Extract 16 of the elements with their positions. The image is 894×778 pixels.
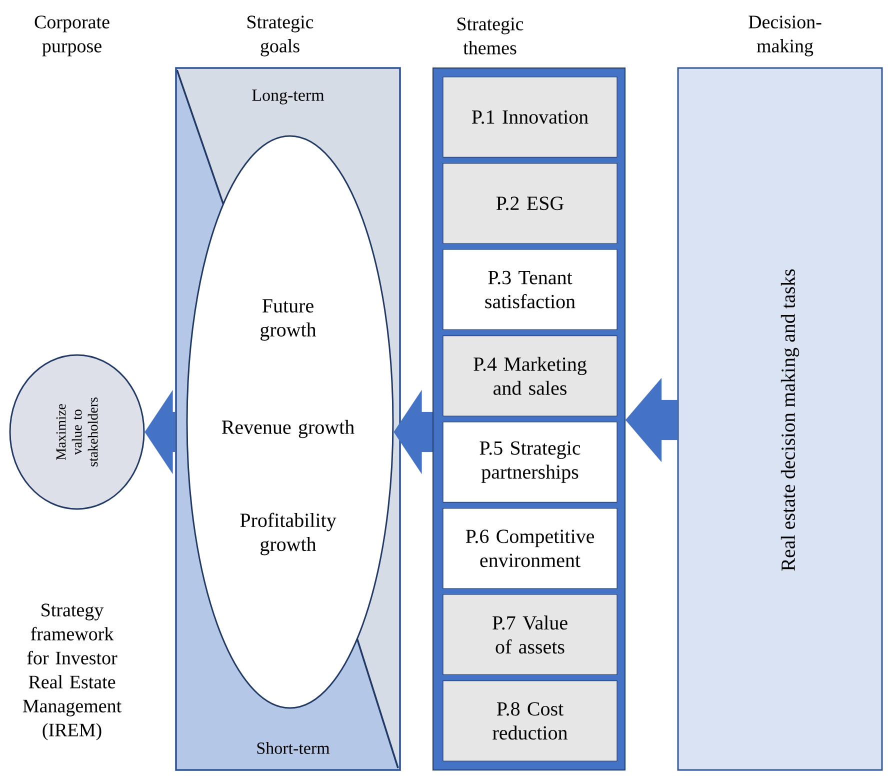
node-label: Decision-making [748,16,822,56]
theme-box: P.1 Innovation [442,76,618,158]
theme-box: P.4 Marketing and sales [442,336,618,416]
theme-box: P.8 Cost reduction [442,680,618,762]
theme-box: P.3 Tenant satisfaction [442,249,618,330]
block-arrow [144,390,176,474]
theme-box: P.5 Strategic partnerships [442,422,618,502]
node-label: Strategic themes [458,18,524,54]
theme-box: P.6 Competitive environment [442,508,618,589]
column-heading: Corporate purpose [34,16,110,56]
block-arrow [625,378,678,462]
node-label: Strategic goals [248,16,314,56]
framework-caption: Strategy framework for Investor Real Estate Management (IREM) [22,604,122,740]
theme-box: P.7 Value of assets [442,594,618,675]
theme-box: P.2 ESG [442,163,618,244]
block-arrow [394,390,433,474]
